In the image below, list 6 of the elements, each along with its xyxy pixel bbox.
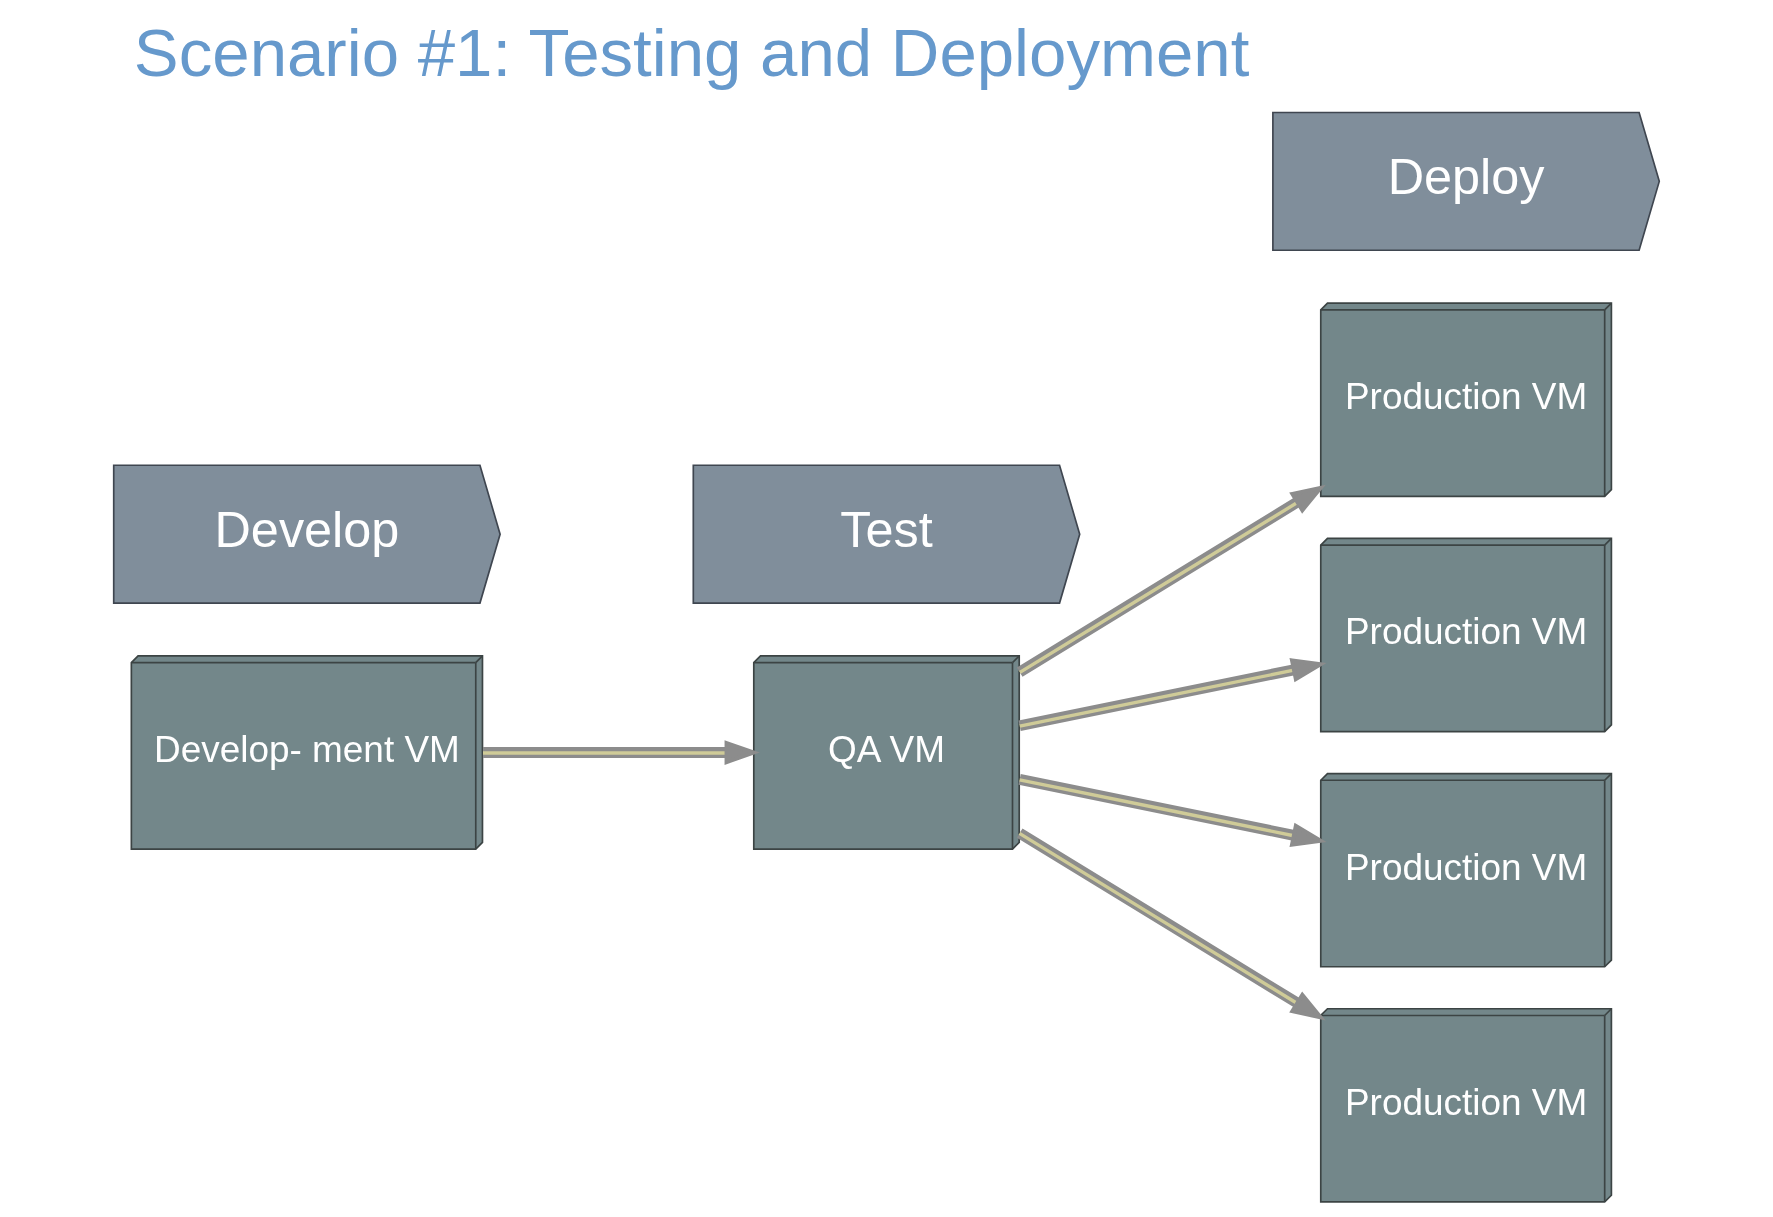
arrow — [1018, 658, 1327, 732]
arrow — [1018, 774, 1327, 848]
arrow — [483, 740, 760, 765]
arrow — [1016, 828, 1326, 1021]
arrow — [1016, 484, 1326, 677]
diagram-title: Scenario #1: Testing and Deployment — [133, 14, 1250, 90]
